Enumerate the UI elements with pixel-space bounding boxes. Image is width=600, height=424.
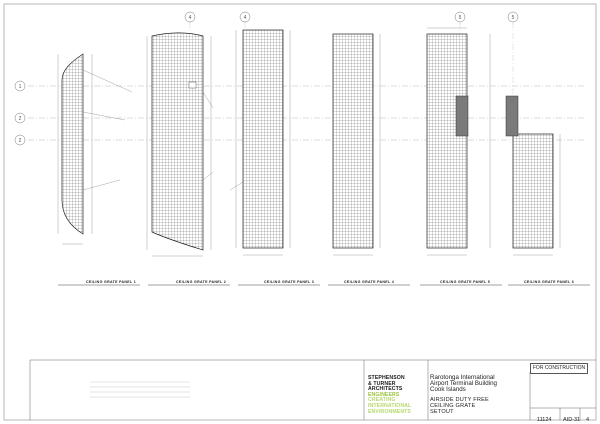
project-name: Rarotonga International Airport Terminal…	[430, 374, 530, 394]
grid-bubble: 5	[454, 11, 466, 23]
side-bubble-label: 2	[19, 116, 22, 122]
panel-label-row: CEILING GRATE PANEL 1 CEILING GRATE PANE…	[58, 280, 590, 286]
panel-6-cutout	[505, 95, 519, 137]
drawing-number: AID-31	[563, 417, 581, 423]
grid-lines	[28, 85, 585, 141]
grid-bubble: 4	[184, 11, 196, 23]
panel-label-2: CEILING GRATE PANEL 2	[148, 280, 230, 286]
ceiling-grate-panel-2	[146, 32, 214, 257]
project-line: Rarotonga International	[430, 374, 495, 381]
panel-label-3: CEILING GRATE PANEL 3	[238, 280, 320, 286]
panel-title: CEILING GRATE PANEL 2	[176, 280, 226, 284]
ceiling-grate-panel-5	[426, 27, 491, 256]
grid-bubble-label: 5	[512, 15, 515, 21]
drawing-title: AIRSIDE DUTY FREE CEILING GRATE SETOUT	[430, 397, 530, 415]
side-bubble-label: 2	[19, 138, 22, 144]
ceiling-grate-panel-6	[505, 95, 561, 256]
side-bubble: 2	[14, 112, 26, 124]
revision-table	[90, 381, 190, 398]
job-number: 11124	[537, 417, 552, 423]
firm-line: ENGINEERS	[368, 391, 400, 398]
grid-bubble-label: 5	[459, 15, 462, 21]
project-line: Cook Islands	[430, 386, 466, 394]
revision-number: 4	[586, 417, 590, 423]
ceiling-grate-panel-1	[57, 53, 133, 245]
firm-line: & TURNER	[368, 380, 396, 387]
grid-bubble: 5	[507, 11, 519, 23]
firm-line: ENVIRONMENTS	[368, 408, 411, 415]
sheet-border	[3, 3, 597, 421]
drawing-title-line: CEILING GRATE	[430, 402, 476, 409]
panel-title: CEILING GRATE PANEL 5	[440, 280, 490, 284]
firm-line: STEPHENSON	[368, 375, 405, 381]
firm-line: INTERNATIONAL	[368, 402, 412, 409]
firm-logo: STEPHENSON & TURNER ARCHITECTS ENGINEERS…	[368, 375, 412, 415]
drawing-title-line: AIRSIDE DUTY FREE	[430, 397, 489, 403]
side-bubble: 1	[14, 80, 26, 92]
ceiling-grate-panel-3	[229, 29, 291, 256]
firm-line: CREATING	[368, 397, 396, 404]
panel-title: CEILING GRATE PANEL 6	[524, 280, 574, 284]
project-line: Airport Terminal Building	[430, 380, 497, 388]
firm-line: ARCHITECTS	[368, 386, 403, 393]
panel-label-6: CEILING GRATE PANEL 6	[508, 280, 590, 286]
drawing-title-line: SETOUT	[430, 408, 454, 415]
grid-bubble: 4	[239, 11, 251, 23]
status-stamp: FOR CONSTRUCTION	[530, 363, 588, 374]
panel-label-1: CEILING GRATE PANEL 1	[58, 280, 140, 286]
ceiling-grate-panel-4	[332, 33, 381, 256]
panel-title: CEILING GRATE PANEL 4	[344, 280, 394, 284]
panel-5-cutout	[455, 95, 469, 137]
side-bubble: 2	[14, 134, 26, 146]
panel-title: CEILING GRATE PANEL 3	[264, 280, 314, 284]
grid-bubble-label: 4	[189, 15, 192, 21]
grid-bubble-label: 4	[244, 15, 247, 21]
panel-title: CEILING GRATE PANEL 1	[86, 280, 136, 284]
panel-label-4: CEILING GRATE PANEL 4	[328, 280, 410, 286]
panel-label-5: CEILING GRATE PANEL 5	[420, 280, 502, 286]
side-bubble-label: 1	[19, 84, 22, 90]
title-block-frame	[29, 359, 596, 420]
